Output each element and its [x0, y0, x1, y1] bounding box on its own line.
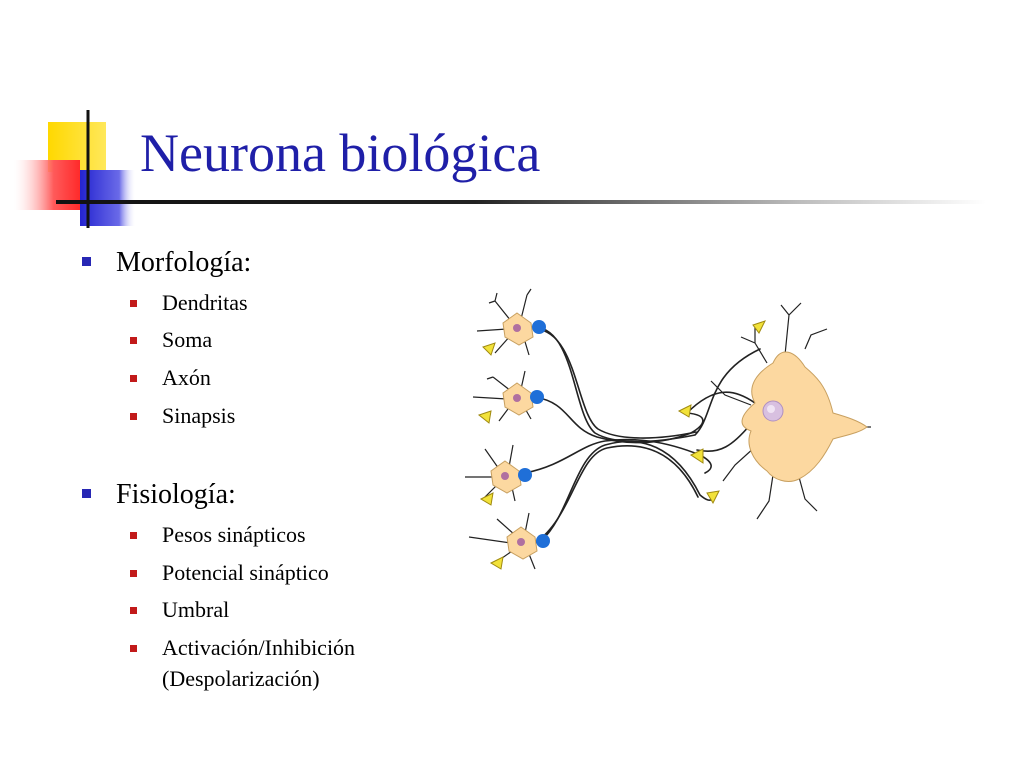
presynaptic-neurons [465, 288, 550, 570]
sub-bullet-activacion: Activación/Inhibición [130, 635, 355, 661]
sub-bullet-continuation: (Despolarización) [162, 666, 320, 691]
postsynaptic-neuron [710, 302, 871, 520]
bullet-text: Dendritas [162, 290, 248, 315]
bullet-text: Fisiología: [116, 479, 236, 510]
bullet-text: Sinapsis [162, 403, 236, 428]
slide-title: Neurona biológica [140, 123, 541, 183]
square-bullet-icon [130, 375, 137, 382]
title-underline [56, 200, 986, 204]
corner-decoration [14, 110, 160, 228]
synaptic-terminals [477, 320, 766, 570]
bullet-text: Soma [162, 327, 213, 352]
sub-bullet-potencial: Potencial sináptico [130, 560, 329, 586]
square-bullet-icon [82, 489, 91, 498]
bullet-text: Morfología: [116, 247, 252, 278]
bullet-text: Pesos sinápticos [162, 522, 306, 547]
sub-bullet-pesos: Pesos sinápticos [130, 522, 306, 548]
sub-bullet-dendritas: Dendritas [130, 290, 248, 316]
presynaptic-neuron-4 [468, 512, 550, 570]
neuron-illustration [465, 288, 871, 570]
square-bullet-icon [130, 413, 137, 420]
bullet-text: Axón [162, 365, 211, 390]
bullet-morfologia: Morfología: [82, 247, 251, 279]
bullet-text: Umbral [162, 597, 230, 622]
presynaptic-neuron-3 [465, 444, 532, 502]
square-bullet-icon [130, 607, 137, 614]
square-bullet-icon [130, 300, 137, 307]
sub-bullet-umbral: Umbral [130, 597, 229, 623]
sub-bullet-sinapsis: Sinapsis [130, 403, 235, 429]
presynaptic-neuron-2 [472, 370, 544, 422]
bullet-fisiologia: Fisiología: [82, 479, 236, 511]
sub-bullet-soma: Soma [130, 327, 212, 353]
square-bullet-icon [130, 645, 137, 652]
axon-paths [524, 326, 761, 544]
bullet-text: Potencial sináptico [162, 560, 329, 585]
bullet-text: Activación/Inhibición [162, 635, 356, 660]
square-bullet-icon [82, 257, 91, 266]
square-bullet-icon [130, 337, 137, 344]
square-bullet-icon [130, 532, 137, 539]
presynaptic-neuron-1 [476, 288, 546, 356]
square-bullet-icon [130, 570, 137, 577]
sub-bullet-axon: Axón [130, 365, 211, 391]
